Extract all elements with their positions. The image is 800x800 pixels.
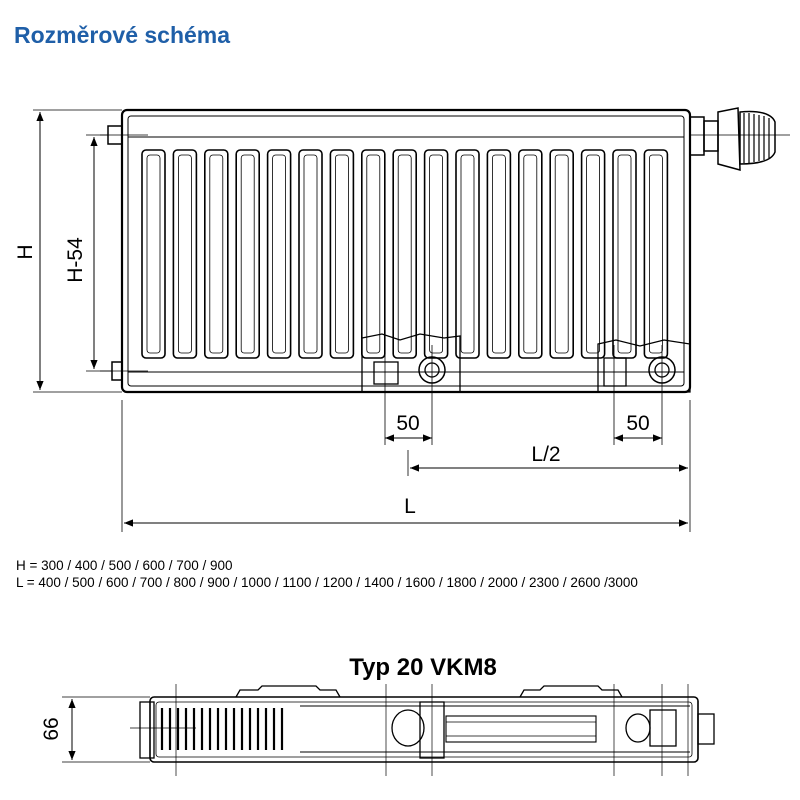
dimension-50-left: 50 [385,395,433,445]
radiator-fin [612,149,637,359]
label-66: 66 [40,717,63,740]
dimension-h: H [14,109,122,393]
page-title: Rozměrové schéma [14,22,231,48]
radiator-fin-inner [177,154,192,354]
radiator-fin [329,149,355,359]
radiator-fin [423,149,449,359]
length-sizes: L = 400 / 500 / 600 / 700 / 800 / 900 / … [16,575,638,590]
radiator-fin-inner [649,154,663,354]
top-view-fins [160,708,284,750]
radiator-fin-inner [460,154,475,354]
radiator-fin-inner [586,154,600,354]
radiator-fin [392,149,418,359]
radiator-fin-inner [429,154,444,354]
radiator-fin-inner [491,154,506,354]
radiator-fin [517,149,543,359]
radiator-fin [643,149,669,359]
radiator-fin [298,149,323,359]
dimension-l: L [121,400,688,532]
radiator-fin [266,149,292,359]
label-h-54: H-54 [64,237,87,283]
radiator-fin [204,149,229,359]
radiator-fin-inner [617,154,632,354]
radiator-fin-inner [523,154,538,354]
size-list: H = 300 / 400 / 500 / 600 / 700 / 900 L … [16,557,638,591]
radiator-fin [580,149,606,359]
radiator-fin-inner [303,154,318,354]
height-sizes: H = 300 / 400 / 500 / 600 / 700 / 900 [16,558,233,573]
radiator-fin [141,149,166,359]
radiator-fin-inner [272,154,287,354]
radiator-front-view [100,107,790,445]
radiator-fin-inner [334,154,349,354]
dimension-50-right: 50 [614,412,662,442]
thermostatic-head [689,107,790,171]
radiator-fin-inner [209,154,224,354]
radiator-fin-inner [366,154,381,354]
bottom-connection-left [361,333,461,445]
radiator-fin-inner [146,154,161,354]
radiator-fin [360,149,386,359]
radiator-fin-inner [554,154,569,354]
label-50-right: 50 [626,412,649,435]
radiator-fin-inner [240,154,255,354]
radiator-fin-inner [397,154,412,354]
label-50-left: 50 [396,412,419,435]
radiator-fin [455,149,480,359]
radiator-fin [172,149,198,359]
radiator-top-view: 66 [40,684,715,776]
label-h: H [14,244,37,259]
dimension-h-54: H-54 [64,134,112,372]
radiator-fins [141,149,669,359]
type-title: Typ 20 VKM8 [349,654,497,681]
bottom-connection-right [597,339,691,445]
label-l: L [404,495,416,518]
label-l-half: L/2 [531,443,560,466]
dimension-l-half: L/2 [407,400,691,532]
radiator-fin [486,149,512,359]
radiator-fin [235,149,260,359]
radiator-fin [549,149,575,359]
